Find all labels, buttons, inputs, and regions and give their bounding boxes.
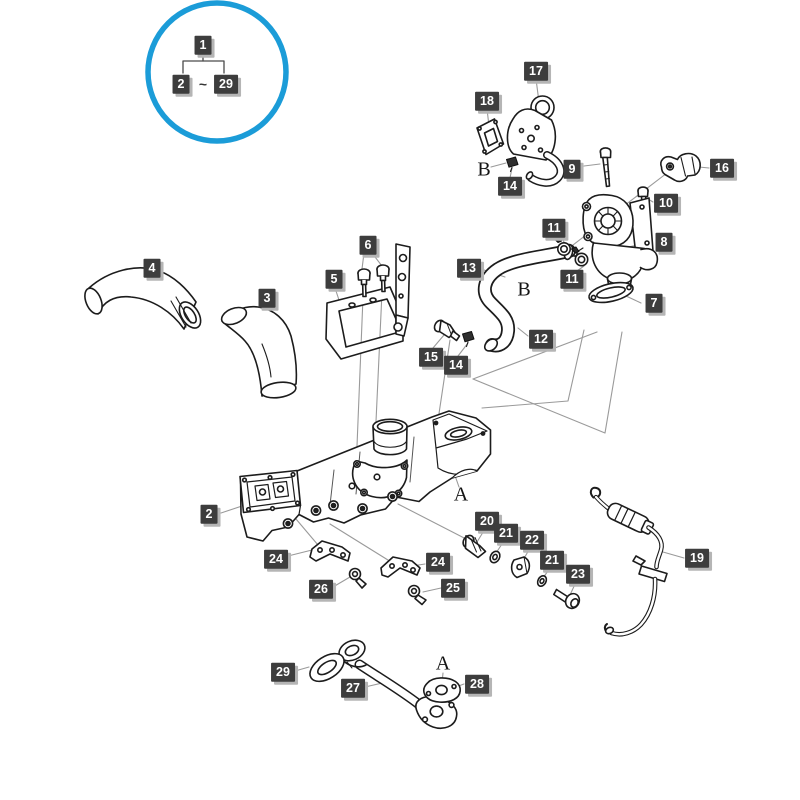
part-21-washer-b — [536, 574, 548, 588]
part-6-bolts — [357, 264, 390, 298]
ref-letter-a: A — [435, 652, 451, 675]
part-label-18: 18 — [475, 91, 499, 111]
part-5-bracket — [325, 243, 411, 360]
part-27-egr-pipe — [338, 639, 458, 730]
part-14-clip-upper — [506, 156, 519, 173]
part-20-fitting — [462, 534, 487, 559]
leader-lines — [153, 78, 710, 689]
part-label-15: 15 — [419, 347, 443, 367]
part-label-11: 11 — [560, 269, 584, 289]
part-label-9: 9 — [563, 159, 581, 179]
part-label-26: 26 — [309, 579, 333, 599]
part-26-bolt — [348, 567, 367, 589]
part-label-23: 23 — [566, 564, 590, 584]
part-label-14: 14 — [498, 176, 522, 196]
ref-letter-a: A — [453, 483, 469, 506]
part-28-gasket — [422, 677, 461, 703]
part-label-29: 29 — [271, 662, 295, 682]
part-2-manifold — [239, 410, 492, 542]
part-label-25: 25 — [441, 578, 465, 598]
part-label-2: 2 — [200, 504, 218, 524]
legend-circle — [145, 0, 289, 144]
ref-letter-b: B — [477, 158, 491, 181]
part-label-13: 13 — [457, 258, 481, 278]
part-label-24: 24 — [426, 552, 450, 572]
part-15-fitting — [433, 319, 461, 342]
part-label-20: 20 — [475, 511, 499, 531]
part-label-21: 21 — [494, 523, 518, 543]
legend-label-to: 29 — [214, 74, 238, 94]
part-11-clamp-b — [571, 246, 589, 267]
part-11-clamp-a — [553, 236, 571, 257]
legend-circle-group — [145, 0, 289, 144]
part-29-gasket — [309, 652, 345, 683]
part-label-8: 8 — [655, 232, 673, 252]
part-label-27: 27 — [341, 678, 365, 698]
part-24-bracket-a — [309, 540, 351, 562]
part-label-19: 19 — [685, 548, 709, 568]
part-18-gasket — [476, 118, 505, 156]
part-25-bolt — [407, 584, 427, 606]
part-22-clip — [510, 556, 531, 579]
part-21-washer-a — [489, 550, 501, 564]
part-label-16: 16 — [710, 158, 734, 178]
legend-bracket — [182, 52, 225, 74]
part-label-12: 12 — [529, 329, 553, 349]
part-16-sensor — [660, 152, 701, 183]
ref-letter-b: B — [517, 278, 531, 301]
part-label-14: 14 — [444, 355, 468, 375]
part-17-hanger-bracket — [506, 95, 565, 187]
part-4-air-hose — [84, 267, 202, 330]
part-label-24: 24 — [264, 549, 288, 569]
part-label-10: 10 — [654, 193, 678, 213]
part-label-3: 3 — [258, 288, 276, 308]
part-9-long-bolt — [599, 147, 612, 188]
part-3-elbow-pipe — [220, 305, 298, 399]
part-8-egr-valve — [571, 193, 659, 295]
part-24-bracket-b — [380, 556, 421, 578]
part-23-bolt — [553, 588, 581, 610]
legend-label-from: 2 — [172, 74, 190, 94]
part-label-21: 21 — [540, 550, 564, 570]
part-label-17: 17 — [524, 61, 548, 81]
part-label-22: 22 — [520, 530, 544, 550]
part-19-sensor-cable — [589, 486, 668, 637]
part-label-11: 11 — [542, 218, 566, 238]
part-label-6: 6 — [359, 235, 377, 255]
part-7-gasket — [588, 281, 634, 304]
legend-label-group: 1 — [194, 35, 212, 55]
part-label-7: 7 — [645, 293, 663, 313]
legend-range-separator: ~ — [198, 76, 208, 92]
part-14-clip-lower — [462, 331, 475, 348]
part-label-4: 4 — [143, 258, 161, 278]
part-label-28: 28 — [465, 674, 489, 694]
part-label-5: 5 — [325, 269, 343, 289]
